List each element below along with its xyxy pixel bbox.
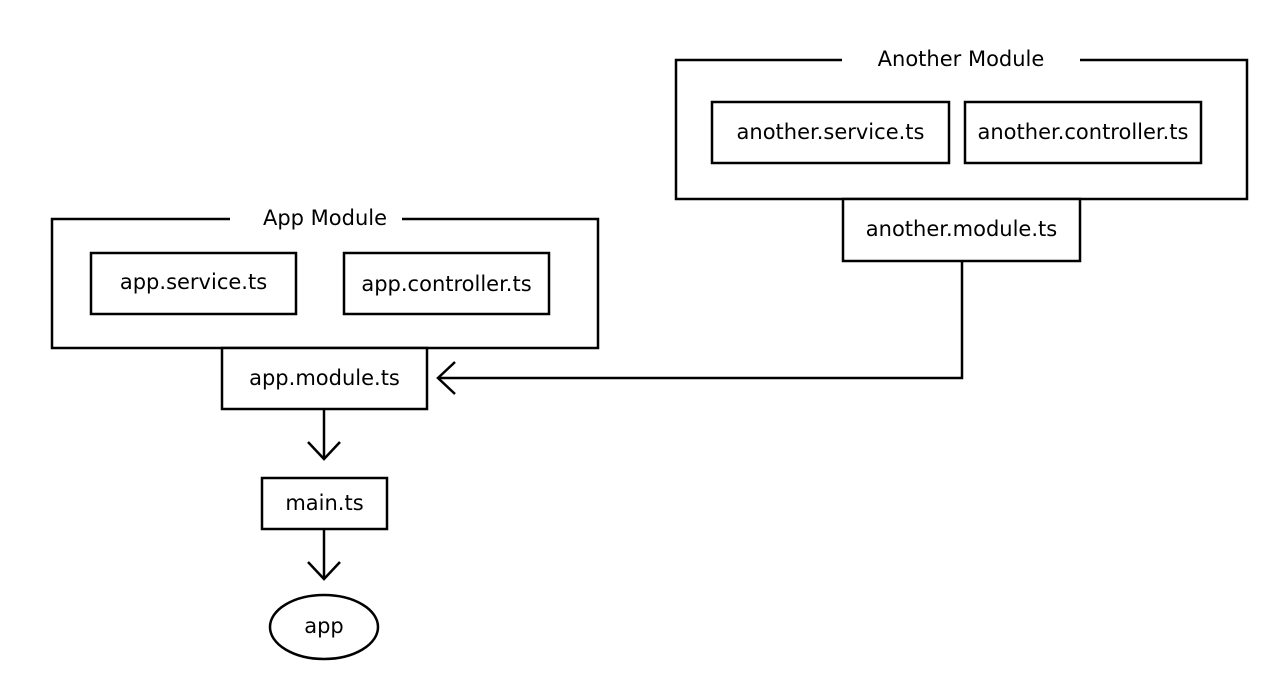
app-module-title: App Module (263, 206, 387, 230)
node-app-module[interactable]: app.module.ts (220, 346, 429, 411)
node-app-service-label: app.service.ts (120, 270, 267, 294)
edge-main-to-app (307, 529, 341, 581)
node-app-module-label: app.module.ts (249, 366, 400, 390)
node-another-service-label: another.service.ts (737, 120, 925, 144)
node-main[interactable]: main.ts (260, 476, 389, 531)
node-app[interactable]: app (268, 593, 380, 661)
node-another-controller-label: another.controller.ts (978, 120, 1189, 144)
node-main-label: main.ts (285, 491, 363, 515)
node-app-service[interactable]: app.service.ts (89, 251, 298, 316)
node-another-module-label: another.module.ts (866, 217, 1057, 241)
edge-another-module-to-app-module (436, 261, 964, 395)
edge-app-module-to-main (307, 409, 341, 461)
node-another-controller[interactable]: another.controller.ts (963, 100, 1203, 165)
another-module-title: Another Module (878, 47, 1045, 71)
node-app-controller-label: app.controller.ts (361, 272, 531, 296)
node-another-service[interactable]: another.service.ts (710, 100, 951, 165)
node-another-module[interactable]: another.module.ts (841, 197, 1082, 263)
node-app-controller[interactable]: app.controller.ts (342, 251, 551, 316)
node-app-label: app (304, 614, 344, 638)
